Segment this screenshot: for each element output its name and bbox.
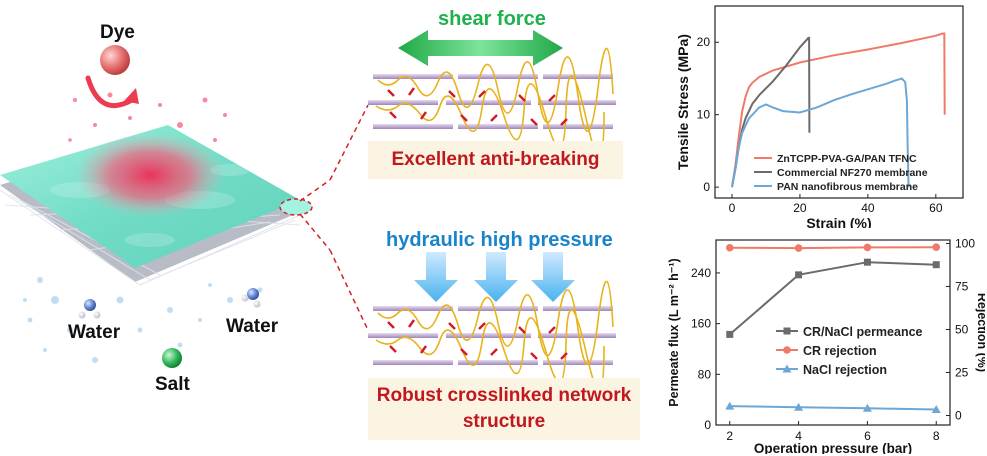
legend-marker bbox=[783, 327, 791, 335]
x-tick-label: 60 bbox=[929, 201, 943, 215]
banner-line-2: structure bbox=[462, 411, 546, 432]
dye-splash bbox=[75, 133, 225, 217]
network-bottom bbox=[368, 280, 616, 392]
y-axis-label-left: Permeate flux (L m⁻² h⁻¹) bbox=[667, 258, 681, 406]
water-droplets bbox=[23, 277, 263, 363]
x-tick-label: 40 bbox=[861, 201, 875, 215]
series-line bbox=[729, 405, 937, 411]
data-point bbox=[931, 405, 941, 414]
series-line bbox=[729, 246, 937, 250]
legend-label: ZnTCPP-PVA-GA/PAN TFNC bbox=[777, 153, 917, 165]
x-tick-label: 6 bbox=[864, 429, 871, 443]
water-molecule-icon bbox=[78, 299, 101, 319]
zoom-connector-bottom bbox=[299, 213, 330, 251]
x-tick-label: 2 bbox=[726, 429, 733, 443]
data-point bbox=[794, 244, 803, 252]
y-tick-label-right: 75 bbox=[955, 279, 969, 293]
plot-frame bbox=[714, 5, 964, 199]
zoom-region bbox=[279, 198, 313, 216]
legend-marker bbox=[782, 364, 792, 373]
y-tick-label-left: 160 bbox=[691, 317, 711, 331]
data-point bbox=[794, 402, 804, 411]
x-tick-label: 4 bbox=[795, 429, 802, 443]
y-tick-label: 10 bbox=[697, 108, 711, 122]
data-point bbox=[862, 403, 872, 412]
x-tick-label: 8 bbox=[933, 429, 940, 443]
y-tick-label-left: 0 bbox=[704, 418, 711, 432]
data-point bbox=[795, 271, 803, 279]
series-line bbox=[731, 32, 946, 188]
hydraulic-pressure-label: hydraulic high pressure bbox=[386, 229, 613, 251]
zoom-connector-top bbox=[299, 179, 330, 202]
y-tick-label-right: 50 bbox=[955, 322, 969, 336]
data-point bbox=[863, 243, 872, 252]
hydraulic-pressure-arrows-icon bbox=[414, 252, 575, 302]
data-point bbox=[863, 258, 871, 266]
y-tick-label: 20 bbox=[697, 35, 711, 49]
y-tick-label-left: 240 bbox=[691, 266, 711, 280]
dye-label: Dye bbox=[100, 22, 135, 43]
y-tick-label-right: 100 bbox=[955, 236, 975, 250]
dye-molecule-icon bbox=[100, 45, 130, 75]
data-point bbox=[725, 401, 735, 410]
x-axis-label: Operation pressure (bar) bbox=[754, 441, 912, 454]
y-tick-label: 0 bbox=[703, 180, 710, 194]
crosslinked-network-banner: Robust crosslinked network structure bbox=[368, 378, 640, 440]
series-line bbox=[731, 77, 910, 188]
rejection-curved-arrow-icon bbox=[85, 75, 135, 109]
water-label-right: Water bbox=[226, 316, 279, 337]
y-tick-label-left: 80 bbox=[698, 367, 712, 381]
legend-label: CR rejection bbox=[803, 344, 877, 358]
y-axis-label-right: Rejection (%) bbox=[975, 293, 985, 372]
salt-label: Salt bbox=[155, 374, 190, 395]
data-point bbox=[726, 330, 734, 338]
data-point bbox=[932, 243, 941, 252]
dye-spray bbox=[68, 92, 227, 142]
x-axis-label: Strain (%) bbox=[806, 215, 871, 228]
legend-label: CR/NaCl permeance bbox=[803, 325, 923, 339]
membrane-illustration bbox=[0, 45, 330, 368]
data-point bbox=[932, 261, 940, 269]
legend-label: Commercial NF270 membrane bbox=[777, 167, 928, 179]
banner-line-1: Robust crosslinked network bbox=[376, 385, 632, 406]
water-molecule-icon bbox=[241, 288, 261, 308]
shear-force-label: shear force bbox=[438, 8, 546, 30]
y-tick-label-right: 25 bbox=[955, 366, 969, 380]
network-top bbox=[368, 47, 616, 158]
plot-frame bbox=[715, 239, 951, 426]
legend-label: PAN nanofibrous membrane bbox=[777, 181, 918, 193]
y-axis-label: Tensile Stress (MPa) bbox=[675, 34, 691, 170]
water-label-left: Water bbox=[68, 322, 121, 343]
salt-ion-icon bbox=[162, 348, 182, 368]
data-point bbox=[725, 243, 734, 252]
anti-breaking-banner: Excellent anti-breaking bbox=[368, 141, 623, 179]
legend-marker bbox=[783, 346, 791, 354]
y-tick-label-right: 0 bbox=[955, 409, 962, 423]
x-tick-label: 0 bbox=[729, 201, 736, 215]
legend-label: NaCl rejection bbox=[803, 363, 887, 377]
shear-force-arrow-icon bbox=[398, 30, 563, 66]
series-line bbox=[729, 261, 937, 336]
x-tick-label: 20 bbox=[793, 201, 807, 215]
